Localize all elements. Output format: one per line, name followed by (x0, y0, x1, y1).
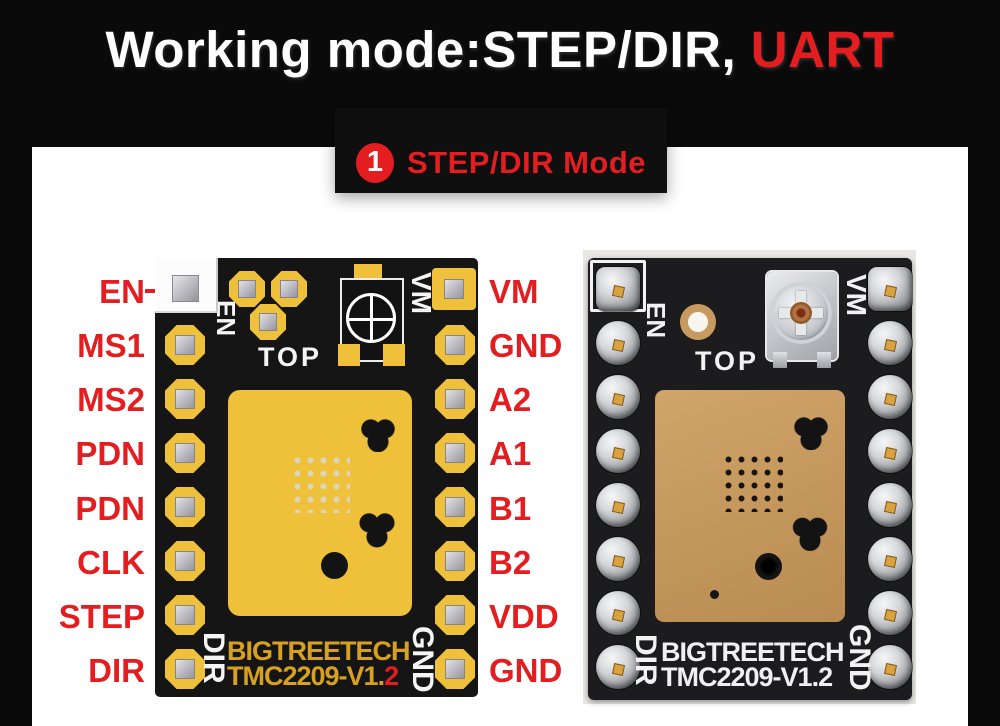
pin-label: VM (489, 272, 539, 310)
potentiometer (337, 262, 407, 367)
pin-label: B1 (489, 489, 532, 527)
pad (435, 433, 475, 473)
cutout-shape (793, 416, 829, 450)
heatsink-pad (655, 390, 845, 622)
pin-label: MS1 (77, 326, 145, 364)
pin (596, 483, 640, 527)
silk-top: TOP (695, 346, 760, 376)
pad (435, 379, 475, 419)
cutout-shape (357, 511, 397, 548)
pin-labels-right: VM GND A2 A1 B1 B2 VDD GND (489, 264, 599, 698)
brand-name: BIGTREETECH (227, 636, 411, 666)
model-name: TMC2209-V1.2 (661, 662, 833, 692)
pin (868, 267, 912, 311)
en-pin-highlight (155, 258, 218, 313)
pin-label: B2 (489, 543, 532, 581)
pin (596, 537, 640, 581)
cutout-shape (791, 516, 829, 551)
pin-label: MS2 (77, 381, 145, 419)
cutout-hole (710, 590, 719, 599)
model-name: TMC2209-V1.2 (227, 661, 399, 691)
pad (435, 595, 475, 635)
pot-core (790, 302, 812, 324)
step-number-badge: 1 (355, 142, 394, 183)
pad (435, 649, 475, 689)
mode-banner: 1 STEP/DIR Mode (335, 108, 667, 193)
brand-text: BIGTREETECH TMC2209-V1.2 (227, 636, 411, 691)
pin-label: STEP (58, 598, 145, 636)
pin-label: A2 (489, 381, 532, 419)
pad (165, 487, 205, 527)
pin-label: GND (489, 652, 563, 690)
pad (250, 304, 286, 340)
silk-en: EN (641, 302, 671, 339)
pot-dial-crosshair-icon (346, 293, 396, 343)
pad (165, 379, 205, 419)
pad (165, 325, 205, 365)
silk-gnd: GND (406, 626, 439, 693)
pot-leg (773, 352, 787, 368)
pin (868, 591, 912, 635)
pin (596, 321, 640, 365)
pad (165, 649, 205, 689)
left-board-illustration: EN TOP VM DIR GND BIGTREETECH TMC2209-V1… (155, 258, 478, 697)
silk-vm: VM (406, 272, 437, 314)
en-pin-pointer (145, 289, 156, 293)
pad (165, 433, 205, 473)
pin (868, 375, 912, 419)
mode-banner-label: STEP/DIR Mode (406, 144, 646, 180)
cutout-hole (321, 552, 348, 579)
silk-gnd: GND (843, 624, 876, 691)
pad (435, 541, 475, 581)
pin-label: PDN (75, 435, 145, 473)
pin-label: EN (99, 272, 145, 310)
pin-label: PDN (75, 489, 145, 527)
mounting-hole (680, 304, 716, 340)
pin-label: DIR (88, 652, 145, 690)
pad (165, 541, 205, 581)
silk-top: TOP (258, 342, 323, 372)
pot-tab (338, 344, 360, 366)
pin (596, 375, 640, 419)
pad (229, 271, 265, 307)
silk-dir: DIR (629, 634, 662, 686)
cutout-hole (755, 553, 782, 580)
pin (868, 537, 912, 581)
pad (435, 325, 475, 365)
potentiometer (765, 266, 839, 368)
pot-leg (817, 352, 831, 368)
pin (596, 591, 640, 635)
pin (868, 483, 912, 527)
silk-vm: VM (841, 274, 872, 316)
pad (165, 595, 205, 635)
page-title-main: Working mode:STEP/DIR, (105, 21, 737, 78)
pin-label: CLK (77, 543, 145, 581)
pin-label: GND (489, 326, 563, 364)
thermal-via-dots (721, 452, 783, 512)
vm-square-pad (432, 268, 476, 310)
pad (435, 487, 475, 527)
brand-name: BIGTREETECH (661, 637, 845, 667)
page-title: Working mode:STEP/DIR, UART (0, 22, 1000, 78)
pot-tab (354, 264, 382, 280)
pin (596, 429, 640, 473)
pin (596, 267, 640, 311)
pin-label: A1 (489, 435, 532, 473)
pin (596, 645, 640, 689)
pin (868, 645, 912, 689)
heatsink-pad (228, 390, 412, 616)
silk-dir: DIR (197, 632, 230, 684)
cutout-shape (360, 418, 396, 452)
right-board-photo: EN TOP VM DIR GND BIGTREETECH TMC2209-V1… (588, 258, 912, 700)
pin (868, 429, 912, 473)
pad (271, 271, 307, 307)
thermal-via-dots (290, 453, 350, 513)
pin-label: VDD (489, 598, 559, 636)
pin (868, 321, 912, 365)
page-title-accent: UART (736, 21, 895, 78)
pot-tab (383, 344, 405, 366)
pin-labels-left: EN MS1 MS2 PDN PDN CLK STEP DIR (28, 264, 145, 698)
brand-text: BIGTREETECH TMC2209-V1.2 (661, 637, 845, 692)
